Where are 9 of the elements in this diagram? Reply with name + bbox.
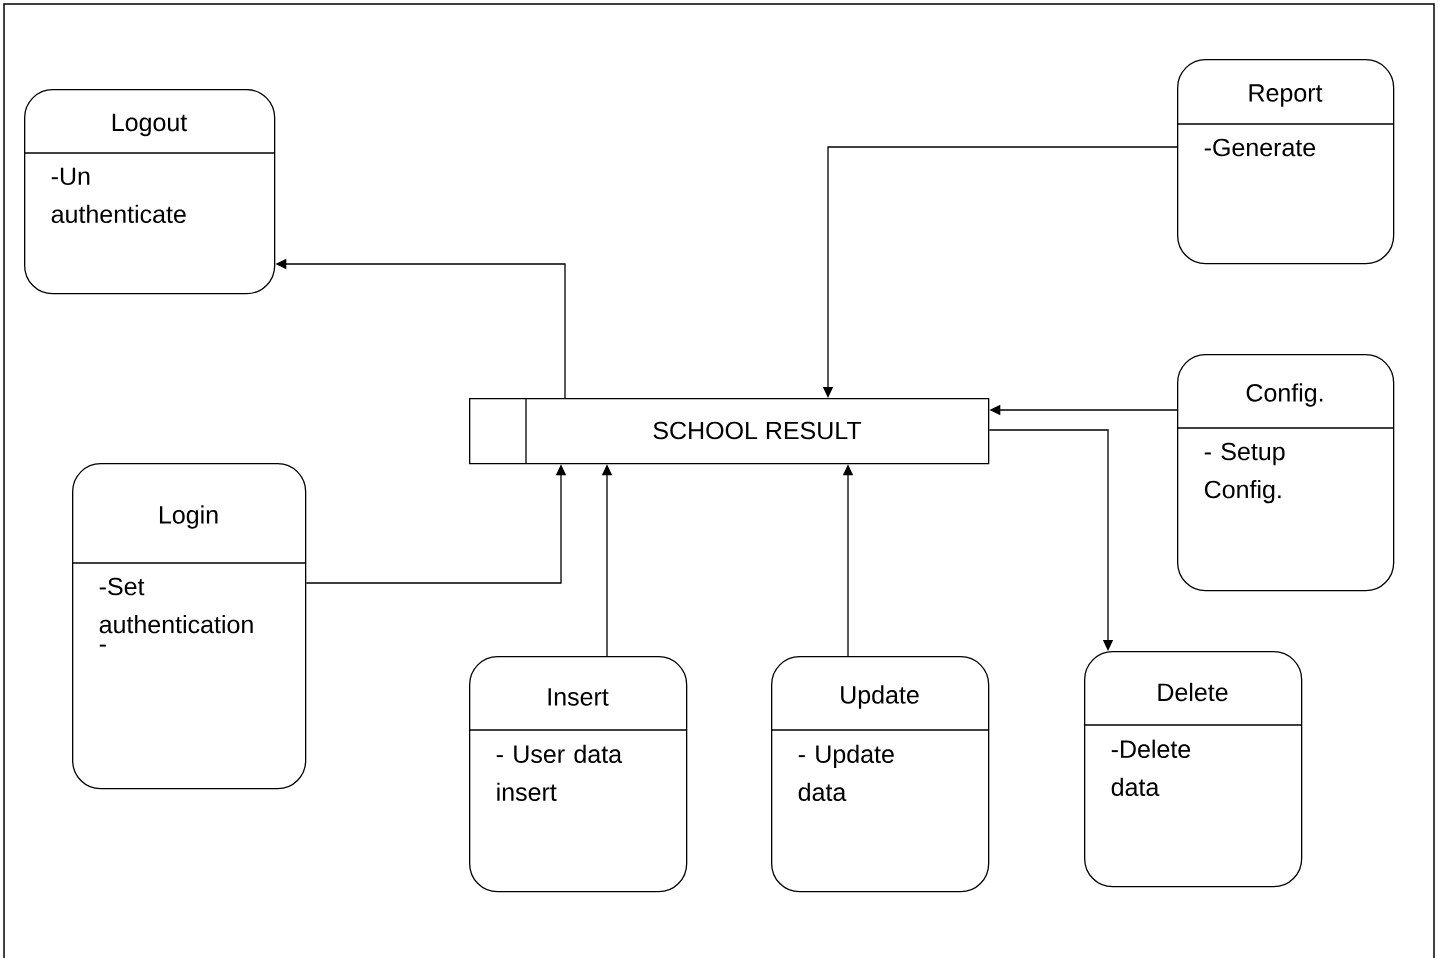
- process-box: Insert - User data insert: [468, 656, 688, 893]
- process-box: Config. - Setup Config.: [1176, 354, 1395, 592]
- process-box: Update - Update data: [770, 656, 990, 893]
- arrow: [988, 429, 1114, 651]
- process-box: Logout -Un authenticate: [23, 89, 276, 295]
- process-box: Report -Generate: [1176, 59, 1395, 265]
- process-box: Login -Set authentication -: [71, 463, 307, 790]
- process-box: Delete -Delete data: [1083, 651, 1303, 888]
- data-store: SCHOOL RESULT: [469, 397, 990, 465]
